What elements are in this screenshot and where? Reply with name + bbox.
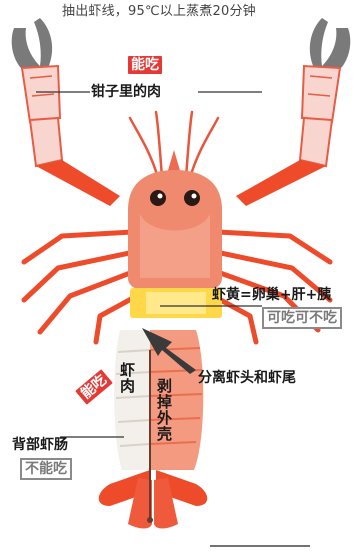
remove-shell-label: 剥掉外壳: [155, 378, 173, 442]
tail-meat-label: 虾肉: [118, 362, 136, 394]
instruction-caption: 抽出虾线，95℃以上蒸煮20分钟: [62, 4, 256, 19]
left-claw: [11, 18, 120, 206]
claw-meat-label: 钳子里的肉: [91, 84, 161, 100]
separation-arrow: [142, 328, 196, 374]
roe-label: 虾黄=卵巢+肝+胰: [212, 287, 332, 303]
separate-head-tail-label: 分离虾头和虾尾: [198, 370, 296, 386]
tail-abdomen: [98, 330, 208, 529]
intestine-status-box: 不能吃: [20, 458, 72, 480]
walking-legs: [21, 229, 333, 345]
edible-badge-top: 能吃: [128, 56, 162, 74]
antennae: [128, 110, 220, 180]
head-carapace: [128, 150, 222, 290]
roe-status-box: 可吃可不吃: [262, 307, 342, 329]
leg-tips: [28, 230, 48, 248]
right-claw: [236, 18, 351, 206]
leader-lines: [36, 91, 310, 547]
roe-band: [130, 288, 222, 318]
intestine-label: 背部虾肠: [12, 437, 68, 453]
